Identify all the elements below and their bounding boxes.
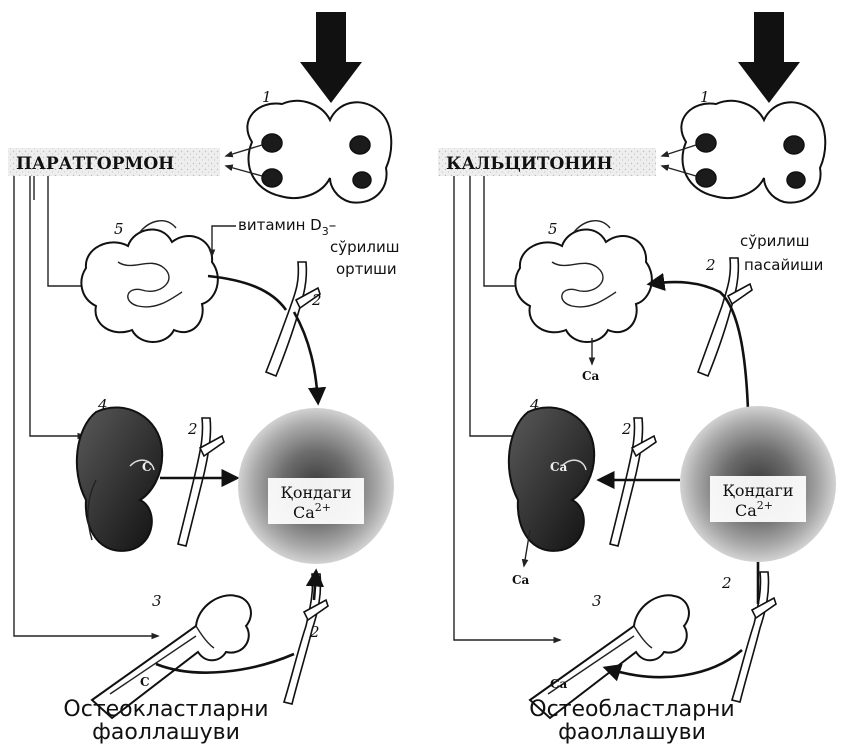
stimulus-arrow-icon (300, 12, 362, 103)
left-panel: 1 ПАРАТГОРМОН 5 витамин D3– сўрилиш орти… (8, 12, 399, 744)
intestine-number: 5 (114, 220, 124, 238)
intestine-ca-label: Ca (582, 369, 600, 383)
kidney-ca-label: C (142, 460, 152, 474)
hormone-label-parathormone: ПАРАТГОРМОН (16, 154, 174, 174)
right-panel: 1 КАЛЬЦИТОНИН 5 Ca сўрилиш пасайиши 2 4 … (438, 12, 836, 744)
kidney-number: 4 (529, 396, 540, 414)
absorption-label-line1: сўрилиш (330, 238, 399, 256)
vessel-number-kidney: 2 (621, 420, 632, 438)
kidney-number: 4 (97, 396, 108, 414)
stimulus-arrow-icon (738, 12, 800, 103)
kidney-ca-inner-label: Ca (550, 460, 568, 474)
left-caption-line1: Остеокластларни (63, 697, 268, 722)
hormone-to-kidney-line (30, 176, 84, 436)
vessel-number-bone: 2 (309, 623, 320, 641)
right-caption-line2: фаоллашуви (558, 720, 706, 744)
intestine (515, 221, 651, 342)
left-caption-line2: фаоллашуви (92, 720, 240, 744)
blood-vessel (266, 262, 306, 376)
vitamin-d-label: витамин D3– (238, 216, 336, 238)
blood-calcium-line1: Қондаги (722, 481, 793, 500)
bone-ca-label: C (140, 675, 150, 689)
thyroid-gland (681, 101, 825, 203)
absorption-label-line2: пасайиши (744, 256, 823, 274)
right-caption-line1: Остеобластларни (529, 697, 734, 722)
gland-number: 1 (700, 88, 710, 106)
hormone-label-calcitonin: КАЛЬЦИТОНИН (446, 154, 613, 174)
gland-number: 1 (262, 88, 272, 106)
bone-ca-label: Ca (550, 677, 568, 691)
intestine (81, 221, 217, 342)
bone-number: 3 (592, 592, 602, 610)
blood-calcium-pool: Қондаги Ca2+ (680, 406, 836, 562)
vessel-number-bone: 2 (721, 574, 732, 592)
blood-calcium-pool: Қондаги Ca2+ (238, 408, 394, 564)
vessel-number-upper: 2 (705, 256, 716, 274)
kidney-ca-out-label: Ca (512, 573, 530, 587)
blood-calcium-line1: Қондаги (280, 483, 351, 502)
vessel-number-kidney: 2 (187, 420, 198, 438)
intestine-to-blood-arrow (208, 276, 286, 310)
kidney (509, 407, 594, 550)
absorption-label-line2: ортиши (336, 260, 397, 278)
bone-number: 3 (152, 592, 162, 610)
absorption-label-line1: сўрилиш (740, 232, 809, 250)
kidney (77, 407, 162, 550)
intestine-number: 5 (548, 220, 558, 238)
vessel-number-upper: 2 (311, 291, 322, 309)
parathyroid-gland (247, 101, 391, 203)
